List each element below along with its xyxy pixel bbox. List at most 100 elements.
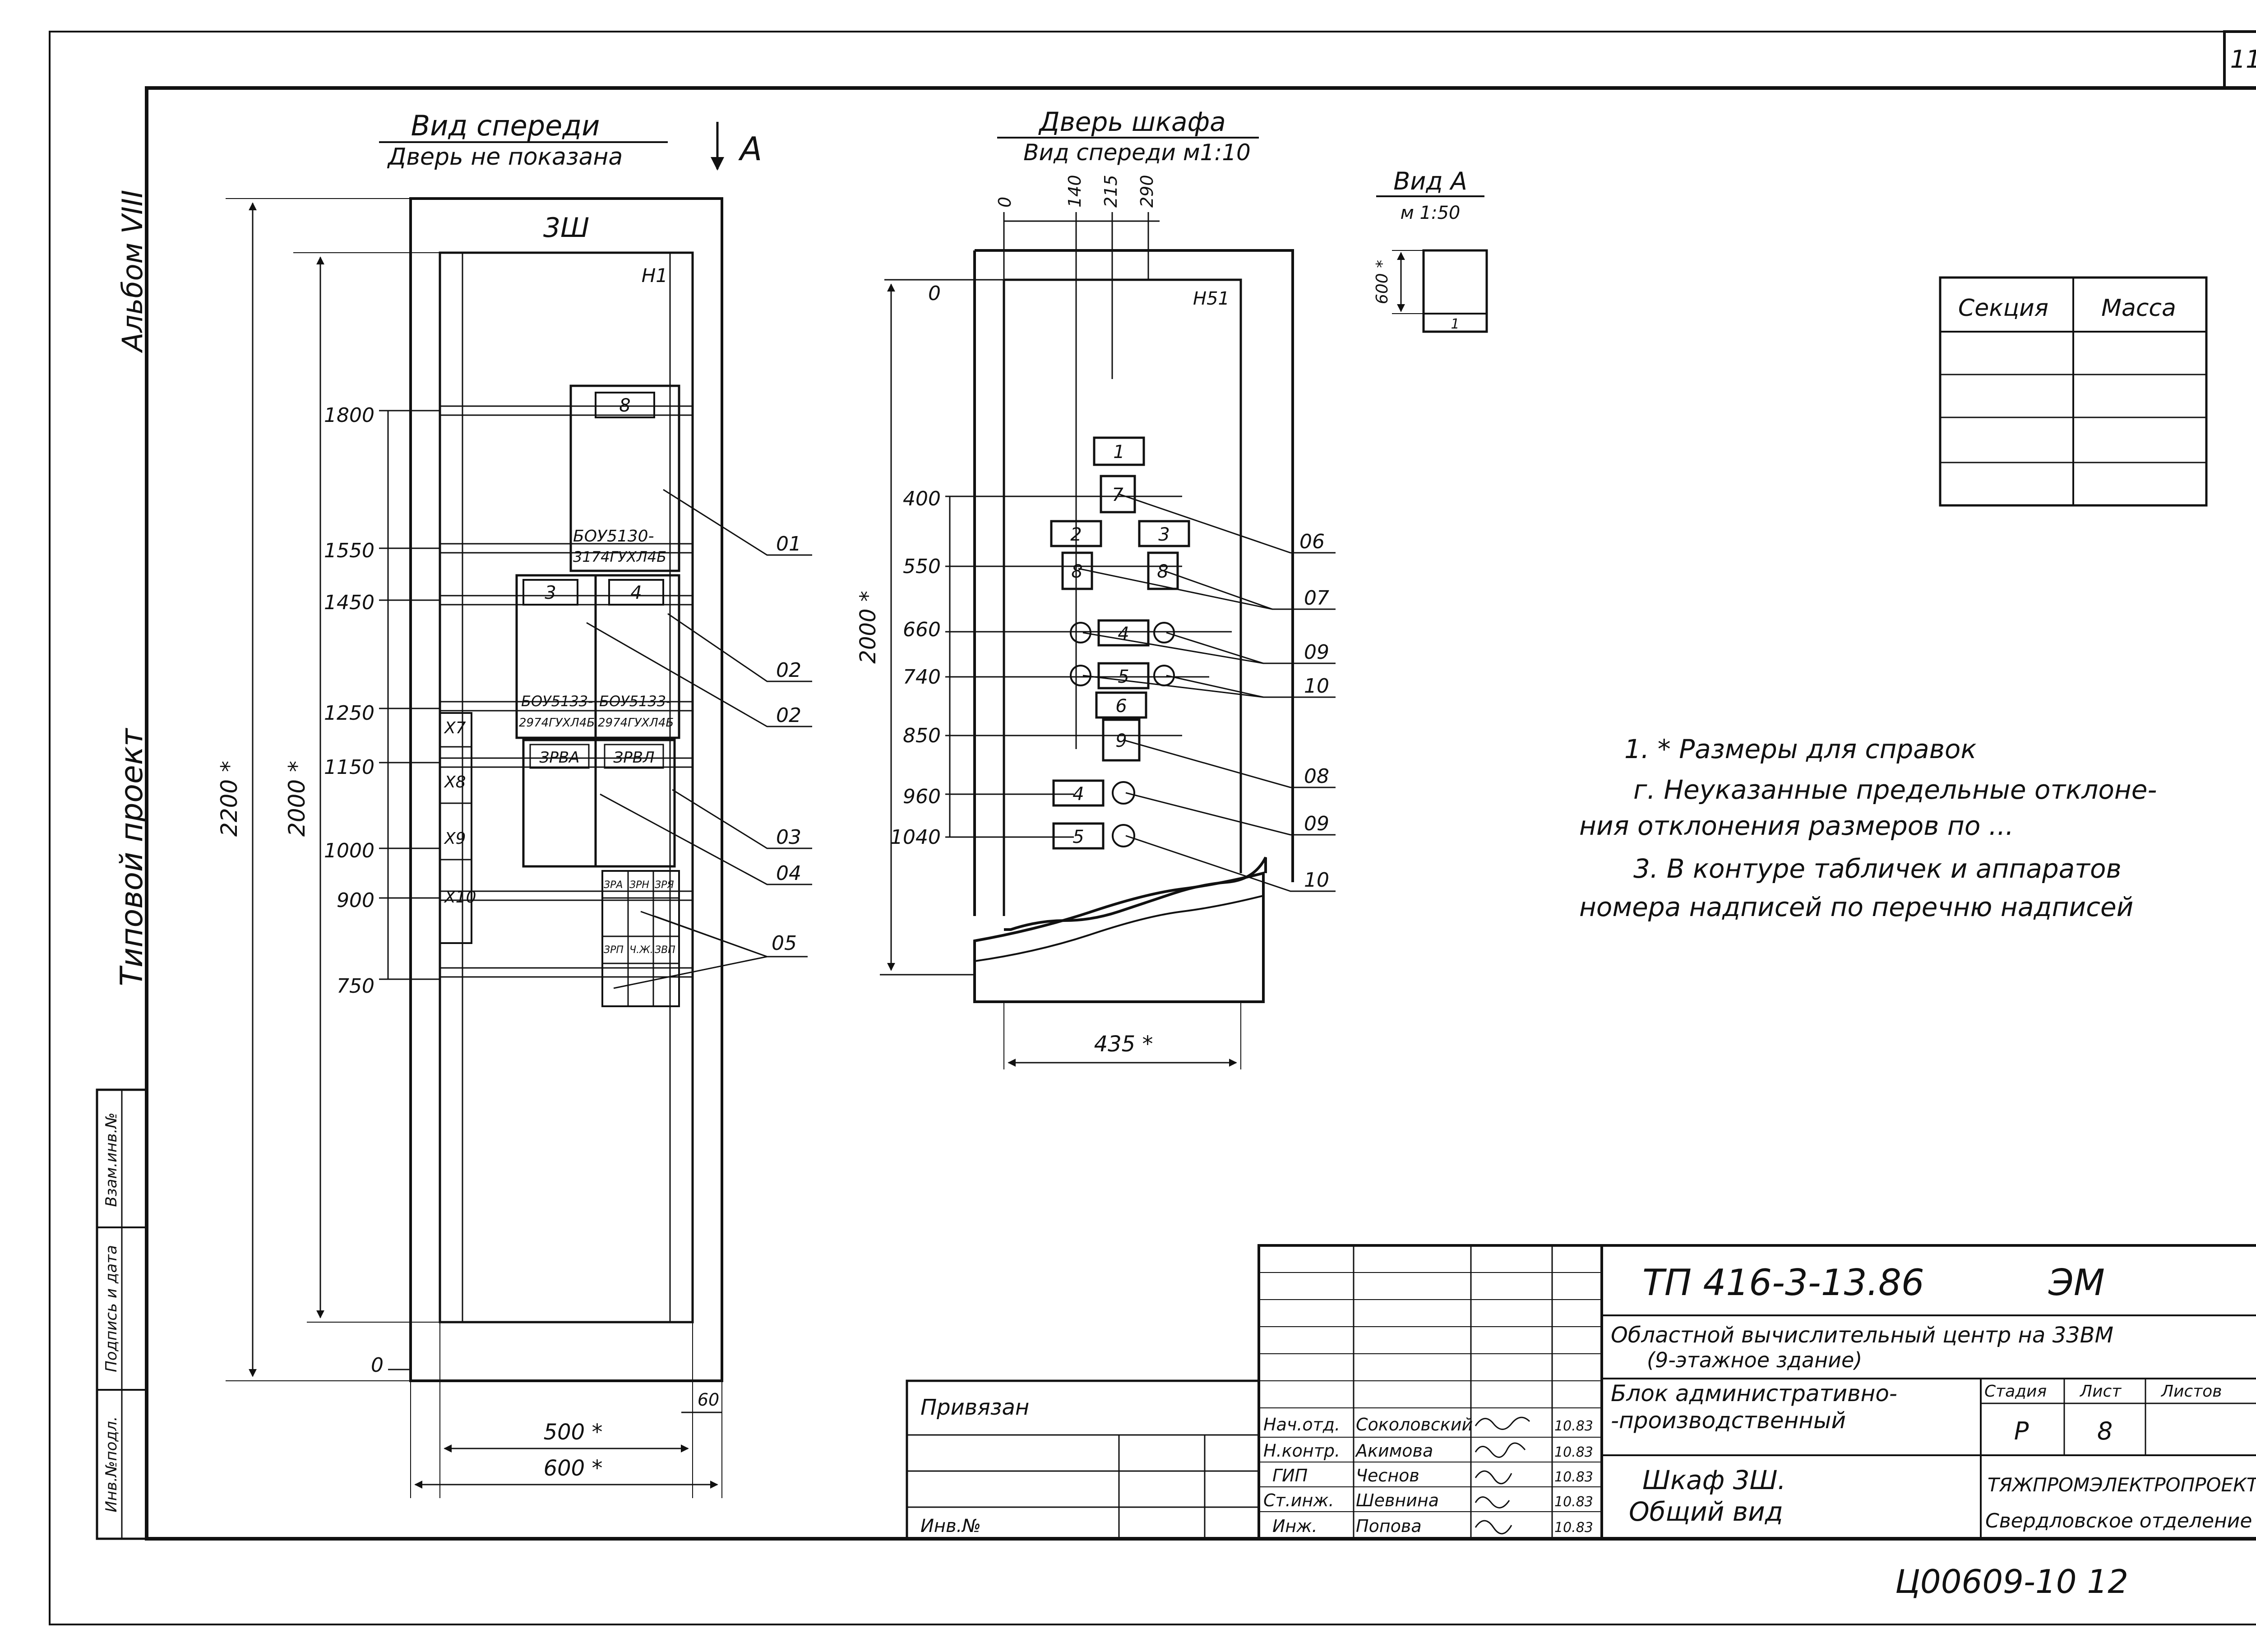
door-view-title: Дверь шкафа: [1038, 106, 1225, 137]
staff-name-1: Акимова: [1355, 1441, 1433, 1461]
staff-name-3: Шевнина: [1356, 1490, 1439, 1510]
leader-02-a: 02: [776, 659, 801, 682]
drawing-name-2: Общий вид: [1629, 1496, 1783, 1527]
door-level-660: 660: [903, 618, 941, 641]
sheets-label: Листов: [2160, 1382, 2222, 1401]
block-mid-right-num: 4: [630, 583, 642, 603]
door-leader-06: 06: [1299, 530, 1325, 553]
door-leader-09-lower: 09: [1304, 812, 1329, 835]
door-leader-10: 10: [1304, 675, 1329, 698]
door-plate-3: 3: [1158, 524, 1170, 545]
door-level-960: 960: [903, 785, 941, 808]
dim-width-total: 600 *: [544, 1456, 603, 1481]
door-leader-09: 09: [1304, 641, 1329, 664]
terminal-x9: X9: [444, 829, 466, 848]
title-block: Привязан Инв.№ Нач.отд. Соколовский 10.8…: [906, 1244, 2256, 1540]
project-type-label: Типовой проект: [114, 727, 150, 986]
front-view-title: Вид спереди: [411, 109, 600, 142]
door-level-1040: 1040: [890, 826, 941, 849]
level-1250: 1250: [324, 702, 374, 725]
front-view-subtitle: Дверь не показана: [387, 143, 623, 171]
view-a-item: 1: [1451, 316, 1459, 332]
stamp-replace-cell: Взам.инв.№: [102, 1112, 120, 1207]
small-bottom-1: Ч.Ж.: [629, 944, 653, 956]
staff-name-0: Соколовский: [1356, 1415, 1473, 1435]
door-view-subtitle: Вид спереди м1:10: [1023, 139, 1251, 166]
sheet-label: Лист: [2079, 1382, 2122, 1401]
small-bottom-2: ЗВП: [655, 944, 675, 956]
door-level-0: 0: [928, 282, 941, 305]
note-3: 3. В контуре табличек и аппаратов: [1633, 853, 2122, 884]
block-mid-left-text-2: 2974ГУХЛ4Б: [519, 716, 595, 730]
terminal-x10: X10: [444, 888, 476, 907]
object-name-2: (9-этажное здание): [1647, 1348, 1862, 1372]
view-a: Вид А м 1:50 1 600 *: [1373, 167, 1488, 333]
stamp-inv-cell: Инв.№подл.: [102, 1416, 120, 1513]
relay-left-label: ЗРВА: [540, 749, 580, 767]
staff-name-4: Попова: [1356, 1516, 1422, 1536]
level-0: 0: [371, 1354, 384, 1377]
door-level-740: 740: [903, 666, 941, 689]
door-lower-part: [973, 871, 1265, 1003]
level-750: 750: [337, 975, 374, 998]
door-level-850: 850: [903, 724, 941, 747]
signal-lamps: [1070, 622, 1175, 847]
view-a-title: Вид А: [1393, 167, 1467, 195]
side-stamp: Инв.№подл. Подпись и дата Взам.инв.№: [96, 1088, 148, 1540]
stage-value: Р: [2014, 1417, 2029, 1445]
block-mid-left-num: 3: [545, 583, 556, 603]
small-top-2: ЗРЯ: [655, 879, 674, 891]
staff-role-3: Ст.инж.: [1263, 1490, 1334, 1510]
cabinet-label: 3Ш: [543, 212, 589, 244]
block-mid-right: [594, 574, 680, 739]
staff-date-2: 10.83: [1554, 1469, 1593, 1485]
outer-frame: [49, 31, 2256, 1625]
cabinet-outline: [409, 197, 723, 1382]
drawing-name-1: Шкаф 3Ш.: [1642, 1465, 1786, 1495]
block-name-2: -производственный: [1611, 1407, 1846, 1434]
block-mid-right-text-2: 2974ГУХЛ4Б: [598, 716, 674, 730]
dim-height-total: 2200 *: [216, 761, 242, 837]
mass-table-header-mass: Масса: [2101, 295, 2176, 322]
block-name-1: Блок административно-: [1611, 1380, 1897, 1407]
privyazan-label: Привязан: [920, 1395, 1029, 1420]
block-top-num: 8: [619, 395, 630, 416]
level-1450: 1450: [324, 591, 374, 614]
sheet-value: 8: [2097, 1417, 2113, 1445]
sheet-number-box: [2223, 30, 2256, 89]
door-plate-4: 4: [1118, 624, 1129, 644]
small-apparatus-group: [601, 870, 680, 1007]
view-arrow-label: А: [738, 130, 762, 168]
signature-marks: [1475, 1416, 1530, 1535]
door-plate-1: 1: [1113, 442, 1124, 463]
album-label: Альбом VIII: [116, 190, 149, 354]
terminal-x8: X8: [444, 773, 466, 791]
note-1: 1. * Размеры для справок: [1624, 734, 1976, 764]
door-level-550: 550: [903, 555, 941, 578]
staff-role-0: Нач.отд.: [1263, 1415, 1340, 1435]
door-plate-2: 2: [1070, 524, 1082, 545]
staff-role-4: Инж.: [1272, 1516, 1318, 1536]
stamp-sign-cell: Подпись и дата: [102, 1245, 120, 1372]
door-top-dim-0: 0: [995, 197, 1015, 208]
small-top-1: ЗРН: [629, 879, 649, 891]
object-name-1: Областной вычислительный центр на 33ВМ: [1611, 1323, 2113, 1348]
door-plate-4-lower: 4: [1073, 784, 1084, 805]
block-top-text-2: 3174ГУХЛ4Б: [573, 548, 666, 565]
org-name: ТЯЖПРОМЭЛЕКТРОПРОЕКТ: [1988, 1474, 2256, 1496]
block-top-text-1: БОУ5130-: [573, 527, 654, 546]
stage-label: Стадия: [1984, 1382, 2047, 1401]
door-height-dim: 2000 *: [855, 591, 881, 663]
leader-03: 03: [776, 826, 801, 849]
leader-01: 01: [776, 532, 801, 555]
staff-name-2: Чеснов: [1356, 1466, 1419, 1485]
level-1000: 1000: [324, 839, 374, 862]
staff-date-1: 10.83: [1554, 1444, 1593, 1460]
door-leader-08: 08: [1304, 765, 1329, 788]
dim-width-inner: 500 *: [544, 1420, 603, 1445]
door-level-400: 400: [903, 487, 941, 510]
door-plate-5-lower: 5: [1073, 827, 1084, 847]
door-leader-10-lower: 10: [1304, 869, 1329, 892]
note-3-cont: номера надписей по перечню надписей: [1579, 892, 2133, 922]
